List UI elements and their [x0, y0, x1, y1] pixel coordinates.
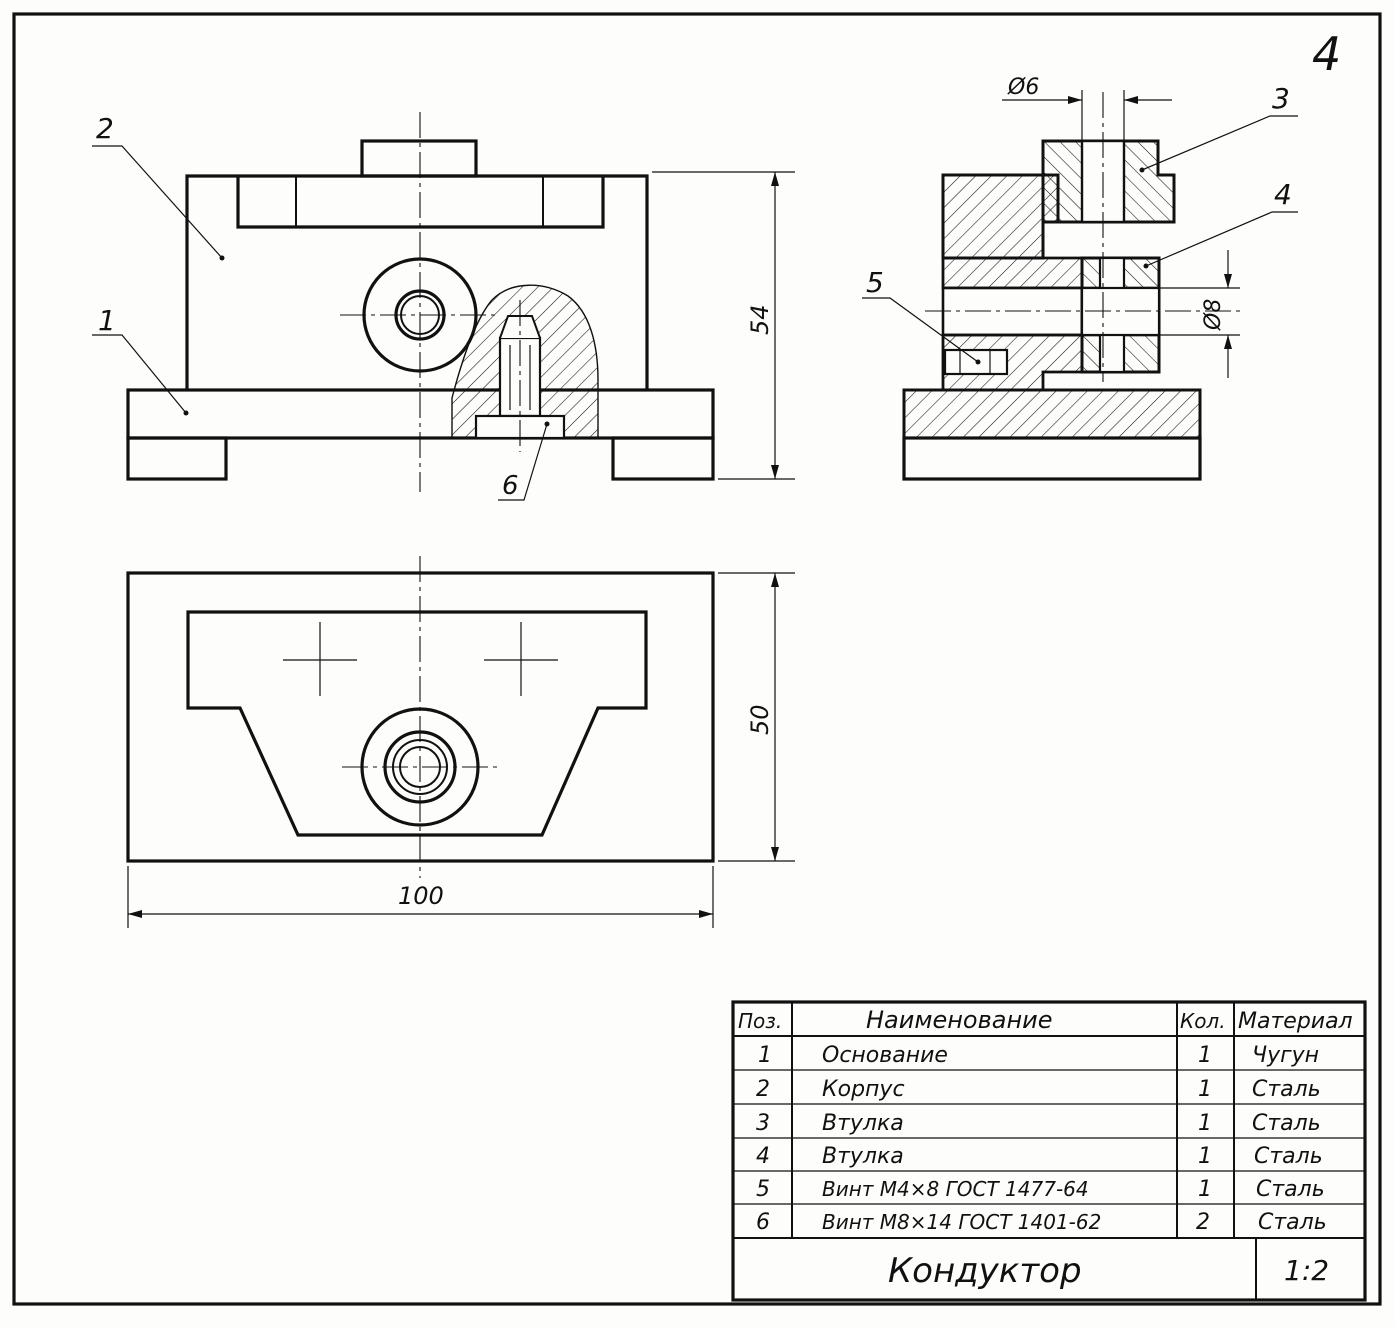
dim-hole-d8: Ø8 [1201, 299, 1226, 331]
row-6-pos: 6 [756, 1210, 770, 1235]
row-5-qty: 1 [1198, 1177, 1212, 1202]
row-3-qty: 1 [1198, 1111, 1212, 1136]
title-block-name: Кондуктор [888, 1251, 1082, 1291]
leader-label-2: 2 [96, 112, 114, 145]
side-base-section [902, 388, 1202, 440]
row-6-name: Винт М8×14 ГОСТ 1401-62 [822, 1210, 1101, 1234]
title-block-scale: 1:2 [1284, 1254, 1329, 1287]
base-foot-right [611, 436, 715, 481]
leader-label-3: 3 [1272, 82, 1290, 115]
row-2-material: Сталь [1252, 1077, 1321, 1102]
plan-body-outline [186, 610, 648, 837]
row-5-name: Винт М4×8 ГОСТ 1477-64 [822, 1177, 1089, 1201]
row-1-material: Чугун [1252, 1043, 1319, 1068]
row-1-qty: 1 [1198, 1043, 1212, 1068]
header-qty: Кол. [1180, 1009, 1226, 1033]
leader-label-4: 4 [1274, 178, 1292, 211]
row-2-name: Корпус [822, 1077, 905, 1102]
leader-label-1: 1 [98, 304, 116, 337]
sheet-frame [12, 12, 1382, 1306]
row-6-qty: 2 [1196, 1210, 1210, 1235]
base-foot-left [126, 436, 228, 481]
front-view: 2 1 6 54 [92, 112, 795, 501]
header-material: Материал [1238, 1009, 1353, 1034]
sheet-number: 4 [1312, 27, 1341, 81]
row-1-pos: 1 [758, 1043, 772, 1068]
dim-width-100: 100 [398, 882, 444, 910]
header-name: Наименование [866, 1006, 1053, 1034]
row-2-qty: 1 [1198, 1077, 1212, 1102]
row-5-material: Сталь [1256, 1177, 1325, 1202]
row-1-name: Основание [822, 1043, 948, 1068]
row-3-material: Сталь [1252, 1111, 1321, 1136]
side-base-lower [902, 436, 1202, 481]
body-top-boss [360, 139, 478, 178]
dim-height-50: 50 [746, 704, 774, 735]
row-4-qty: 1 [1198, 1144, 1212, 1169]
dim-hole-d6: Ø6 [1007, 75, 1039, 100]
spec-table: Поз. Наименование Кол. Материал 1 Основа… [731, 1000, 1367, 1302]
leader-label-6: 6 [502, 471, 519, 501]
leader-label-5: 5 [866, 266, 884, 299]
plan-view: 50 100 [126, 556, 795, 928]
row-4-pos: 4 [756, 1144, 770, 1169]
row-4-name: Втулка [822, 1144, 904, 1169]
row-5-pos: 5 [756, 1177, 770, 1202]
row-6-material: Сталь [1258, 1210, 1327, 1235]
row-3-name: Втулка [822, 1111, 904, 1136]
dim-height-54: 54 [746, 304, 774, 335]
header-pos: Поз. [738, 1009, 782, 1033]
row-2-pos: 2 [756, 1077, 770, 1102]
row-3-pos: 3 [756, 1111, 770, 1136]
row-4-material: Сталь [1254, 1144, 1323, 1169]
side-view: Ø6 Ø8 3 4 5 [862, 75, 1298, 481]
